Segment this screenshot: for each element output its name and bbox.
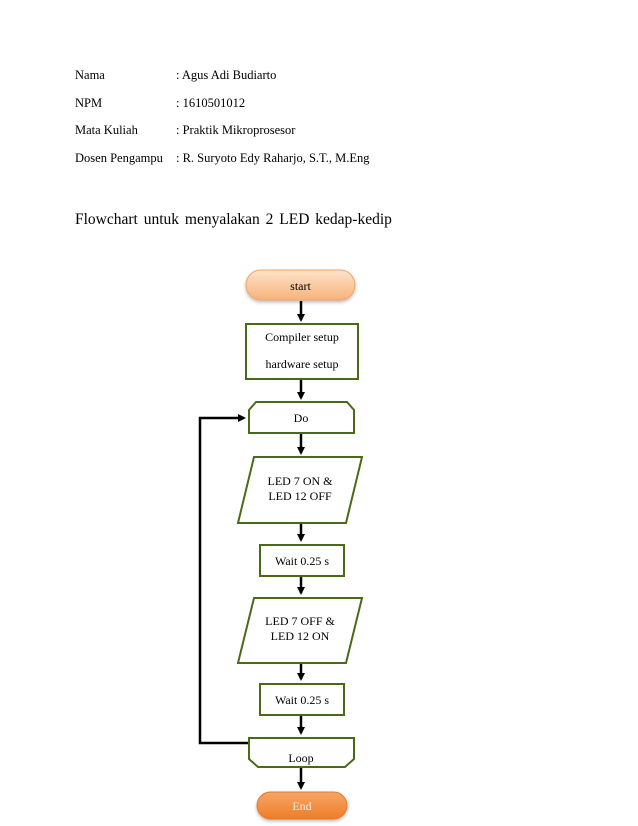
arrow-loop-back-to-do xyxy=(198,414,249,745)
info-value-lecturer: : R. Suryoto Edy Raharjo, S.T., M.Eng xyxy=(176,150,370,165)
setup-process-node: Compiler setup hardware setup xyxy=(245,323,359,380)
setup-label-line2: hardware setup xyxy=(266,357,339,371)
info-value-course: : Praktik Mikroprosesor xyxy=(176,123,296,138)
wait1-label: Wait 0.25 s xyxy=(275,554,329,568)
setup-label-line1: Compiler setup xyxy=(265,330,339,344)
led-on-off-node: LED 7 ON & LED 12 OFF xyxy=(236,456,364,524)
info-label-lecturer: Dosen Pengampu xyxy=(75,150,163,165)
led1-label-line1: LED 7 ON & xyxy=(268,474,334,488)
do-loop-start-node: Do xyxy=(248,401,355,434)
led-off-on-node: LED 7 OFF & LED 12 ON xyxy=(236,597,364,664)
wait-1-node: Wait 0.25 s xyxy=(259,544,345,577)
connector-arrows xyxy=(198,301,305,790)
wait-2-node: Wait 0.25 s xyxy=(259,683,345,716)
loop-label: Loop xyxy=(288,751,313,765)
info-value-npm: : 1610501012 xyxy=(176,95,246,110)
end-label: End xyxy=(292,799,311,813)
info-value-name: : Agus Adi Budiarto xyxy=(176,68,277,82)
led2-label-line2: LED 12 ON xyxy=(271,629,330,643)
info-label-npm: NPM xyxy=(75,95,103,110)
do-label: Do xyxy=(294,411,309,425)
info-label-course: Mata Kuliah xyxy=(75,123,138,138)
start-label: start xyxy=(290,279,311,293)
led2-label-line1: LED 7 OFF & xyxy=(265,614,335,628)
wait2-label: Wait 0.25 s xyxy=(275,693,329,707)
flowchart-heading: Flowchart untuk menyalakan 2 LED kedap-k… xyxy=(75,211,392,228)
led1-label-line2: LED 12 OFF xyxy=(268,489,332,503)
info-label-name: Nama xyxy=(75,68,105,82)
loop-end-node: Loop xyxy=(248,737,355,768)
start-node: start xyxy=(245,269,356,301)
end-node: End xyxy=(256,791,348,820)
